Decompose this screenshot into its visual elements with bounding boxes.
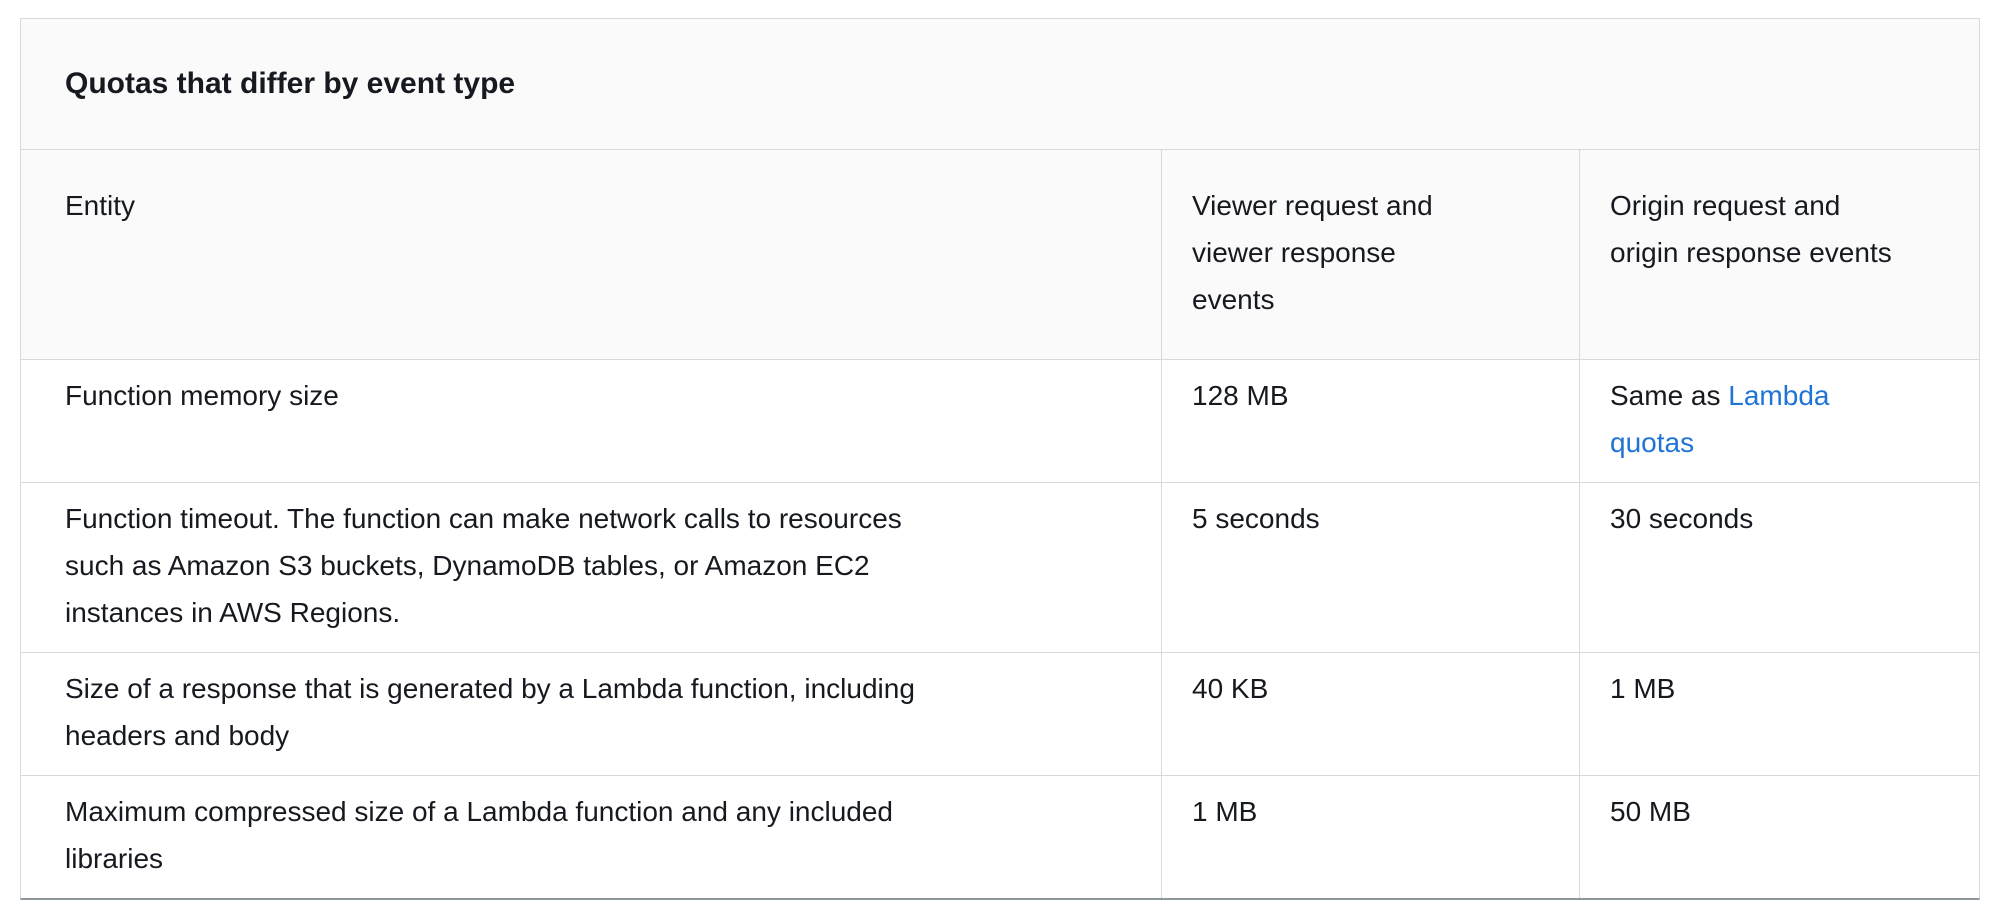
entity-cell: Function timeout. The function can make … [65,503,902,628]
column-header-viewer-events: Viewer request and viewer response event… [1161,150,1579,359]
viewer-value-cell: 1 MB [1161,776,1579,898]
column-header-origin-events: Origin request and origin response event… [1579,150,1979,359]
origin-value-prefix: Same as [1610,380,1729,411]
table-row: Maximum compressed size of a Lambda func… [21,776,1979,898]
origin-value-cell: 50 MB [1579,776,1979,898]
viewer-value-cell: 40 KB [1161,653,1579,775]
table-row: Function timeout. The function can make … [21,483,1979,653]
origin-value-cell: 1 MB [1579,653,1979,775]
quotas-table: Quotas that differ by event type Entity … [20,18,1980,900]
viewer-value-cell: 5 seconds [1161,483,1579,652]
origin-value-cell: Same as Lambda quotas [1579,360,1979,482]
table-row: Size of a response that is generated by … [21,653,1979,776]
lambda-quotas-link[interactable]: Lambda quotas [1610,380,1830,458]
viewer-value-cell: 128 MB [1161,360,1579,482]
table-header-row: Entity Viewer request and viewer respons… [21,150,1979,360]
table-title-band: Quotas that differ by event type [21,19,1979,150]
column-header-entity: Entity [65,190,136,221]
entity-cell: Function memory size [65,380,339,411]
entity-cell: Maximum compressed size of a Lambda func… [65,796,893,874]
origin-value-cell: 30 seconds [1579,483,1979,652]
table-row: Function memory size 128 MB Same as Lamb… [21,360,1979,483]
entity-cell: Size of a response that is generated by … [65,673,915,751]
table-title: Quotas that differ by event type [65,67,516,100]
